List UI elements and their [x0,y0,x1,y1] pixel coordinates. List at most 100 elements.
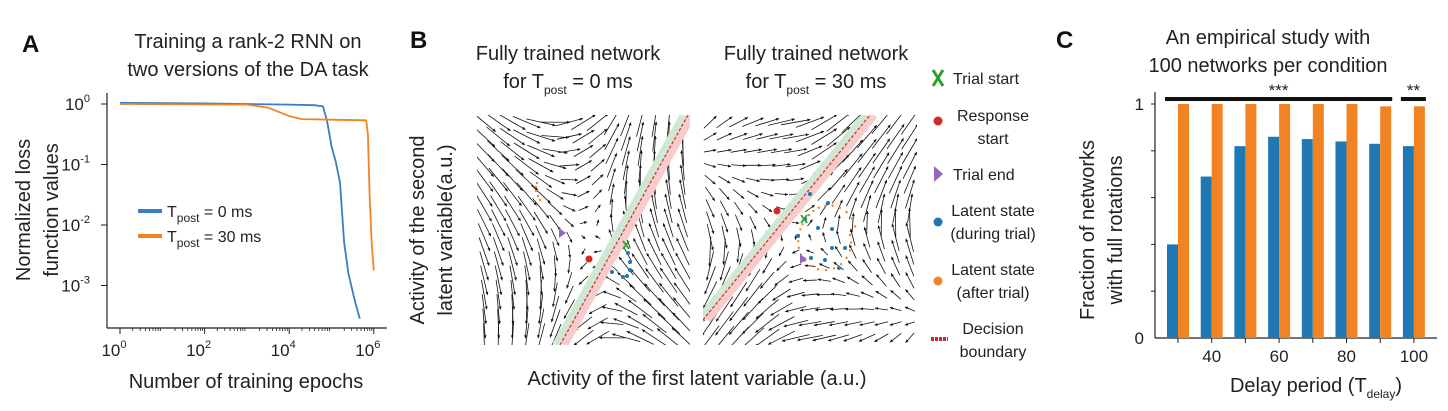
flow-arrow [709,236,712,267]
flow-arrow [864,226,871,248]
flow-arrow [681,150,685,181]
flow-arrow [721,225,728,249]
flow-arrow [886,115,902,135]
flow-arrow [706,223,714,251]
flow-arrowhead [859,307,863,311]
flow-arrowhead [813,323,818,327]
flow-arrowhead [629,108,632,111]
flow-arrow [772,163,791,167]
flow-arrow [506,223,519,252]
flow-arrow [887,152,904,179]
latent-state-during-trial [625,274,629,278]
flow-arrow [903,165,917,194]
latent-state-after-trial [807,213,811,217]
flow-arrow [811,128,838,145]
flow-arrow [499,127,526,146]
flow-arrowhead [627,315,631,319]
flow-arrow [817,187,832,202]
flow-arrow [905,238,915,265]
flow-arrowhead [617,272,621,276]
flow-arrow [680,164,686,195]
flow-arrowhead [817,160,821,164]
flow-arrowhead [631,253,635,257]
flow-arrowhead [597,204,601,208]
phase-portrait-30ms [703,115,917,349]
flow-arrowhead [889,339,894,343]
flow-arrow [795,116,825,128]
flow-arrowhead [715,346,718,349]
flow-arrow [618,256,634,276]
flow-arrow [477,209,492,237]
flow-arrowhead [785,309,789,313]
flow-arrowhead [874,339,878,342]
flow-arrow [905,222,914,252]
flow-arrowhead [755,194,759,198]
flow-arrow [677,208,688,238]
flow-arrowhead [602,144,606,148]
latent-state-after-trial [536,194,540,198]
flow-arrowhead [910,193,914,197]
loss-curve-0 [119,101,361,320]
flow-arrow [871,115,888,135]
flow-arrowhead [736,259,740,263]
flow-arrowhead [844,307,848,311]
flow-arrowhead [587,175,591,179]
flow-arrowhead [836,230,839,234]
flow-arrow [505,209,520,237]
flow-arrowhead [550,318,554,323]
flow-arrowhead [839,199,843,204]
flow-arrowhead [829,307,834,311]
flow-arrowhead [615,137,619,142]
flow-arrowhead [728,132,732,136]
latent-state-during-trial [621,275,625,279]
phase-portrait-0ms [477,108,690,349]
flow-arrow [715,311,734,336]
flow-arrowhead [561,346,564,349]
flow-arrowhead [582,235,586,239]
flow-arrow [716,116,733,128]
flow-arrowhead [781,339,786,342]
flow-arrowhead [827,338,832,342]
flow-arrow [620,115,630,137]
flow-arrowhead [591,129,595,133]
flow-arrow [890,179,901,209]
flow-arrow [757,148,778,153]
flow-arrowhead [873,139,877,143]
flow-arrowhead [530,247,533,251]
panel-a: A Training a rank-2 RNN on two versions … [13,31,387,393]
flow-arrowhead [760,285,764,289]
flow-arrowhead [640,136,644,140]
flow-arrow [600,321,624,325]
flow-arrow [537,308,545,339]
flow-arrowhead [624,180,628,184]
flow-arrowhead [503,203,507,207]
latent-state-after-trial [848,233,852,237]
flow-arrowhead [768,327,772,331]
latent-state-after-trial [801,223,804,226]
flow-arrowhead [740,195,745,199]
flow-arrowhead [498,306,502,310]
flow-arrowhead [565,300,568,304]
flow-arrowhead [905,339,909,343]
flow-arrow [503,181,522,207]
flow-arrow [634,223,647,252]
latent-state-after-trial [816,268,820,271]
flow-arrowhead [531,232,535,236]
flow-arrow [663,208,674,238]
flow-arrowhead [614,303,619,306]
flow-arrow [574,160,593,171]
bar-tpost-0ms [1268,136,1280,338]
flow-arrow [477,169,494,192]
flow-arrow [666,164,671,195]
latent-state-during-trial [808,192,812,196]
flow-arrowhead [778,252,782,257]
flow-arrowhead [527,277,531,281]
flow-arrow [547,201,563,216]
flow-arrowhead [800,177,805,181]
x-marker-icon [931,69,945,87]
flow-arrow [609,183,615,205]
legend-label-line2: boundary [960,344,1027,361]
flow-arrow [486,126,511,147]
flow-arrowhead [528,262,532,266]
flow-arrow [676,237,690,266]
